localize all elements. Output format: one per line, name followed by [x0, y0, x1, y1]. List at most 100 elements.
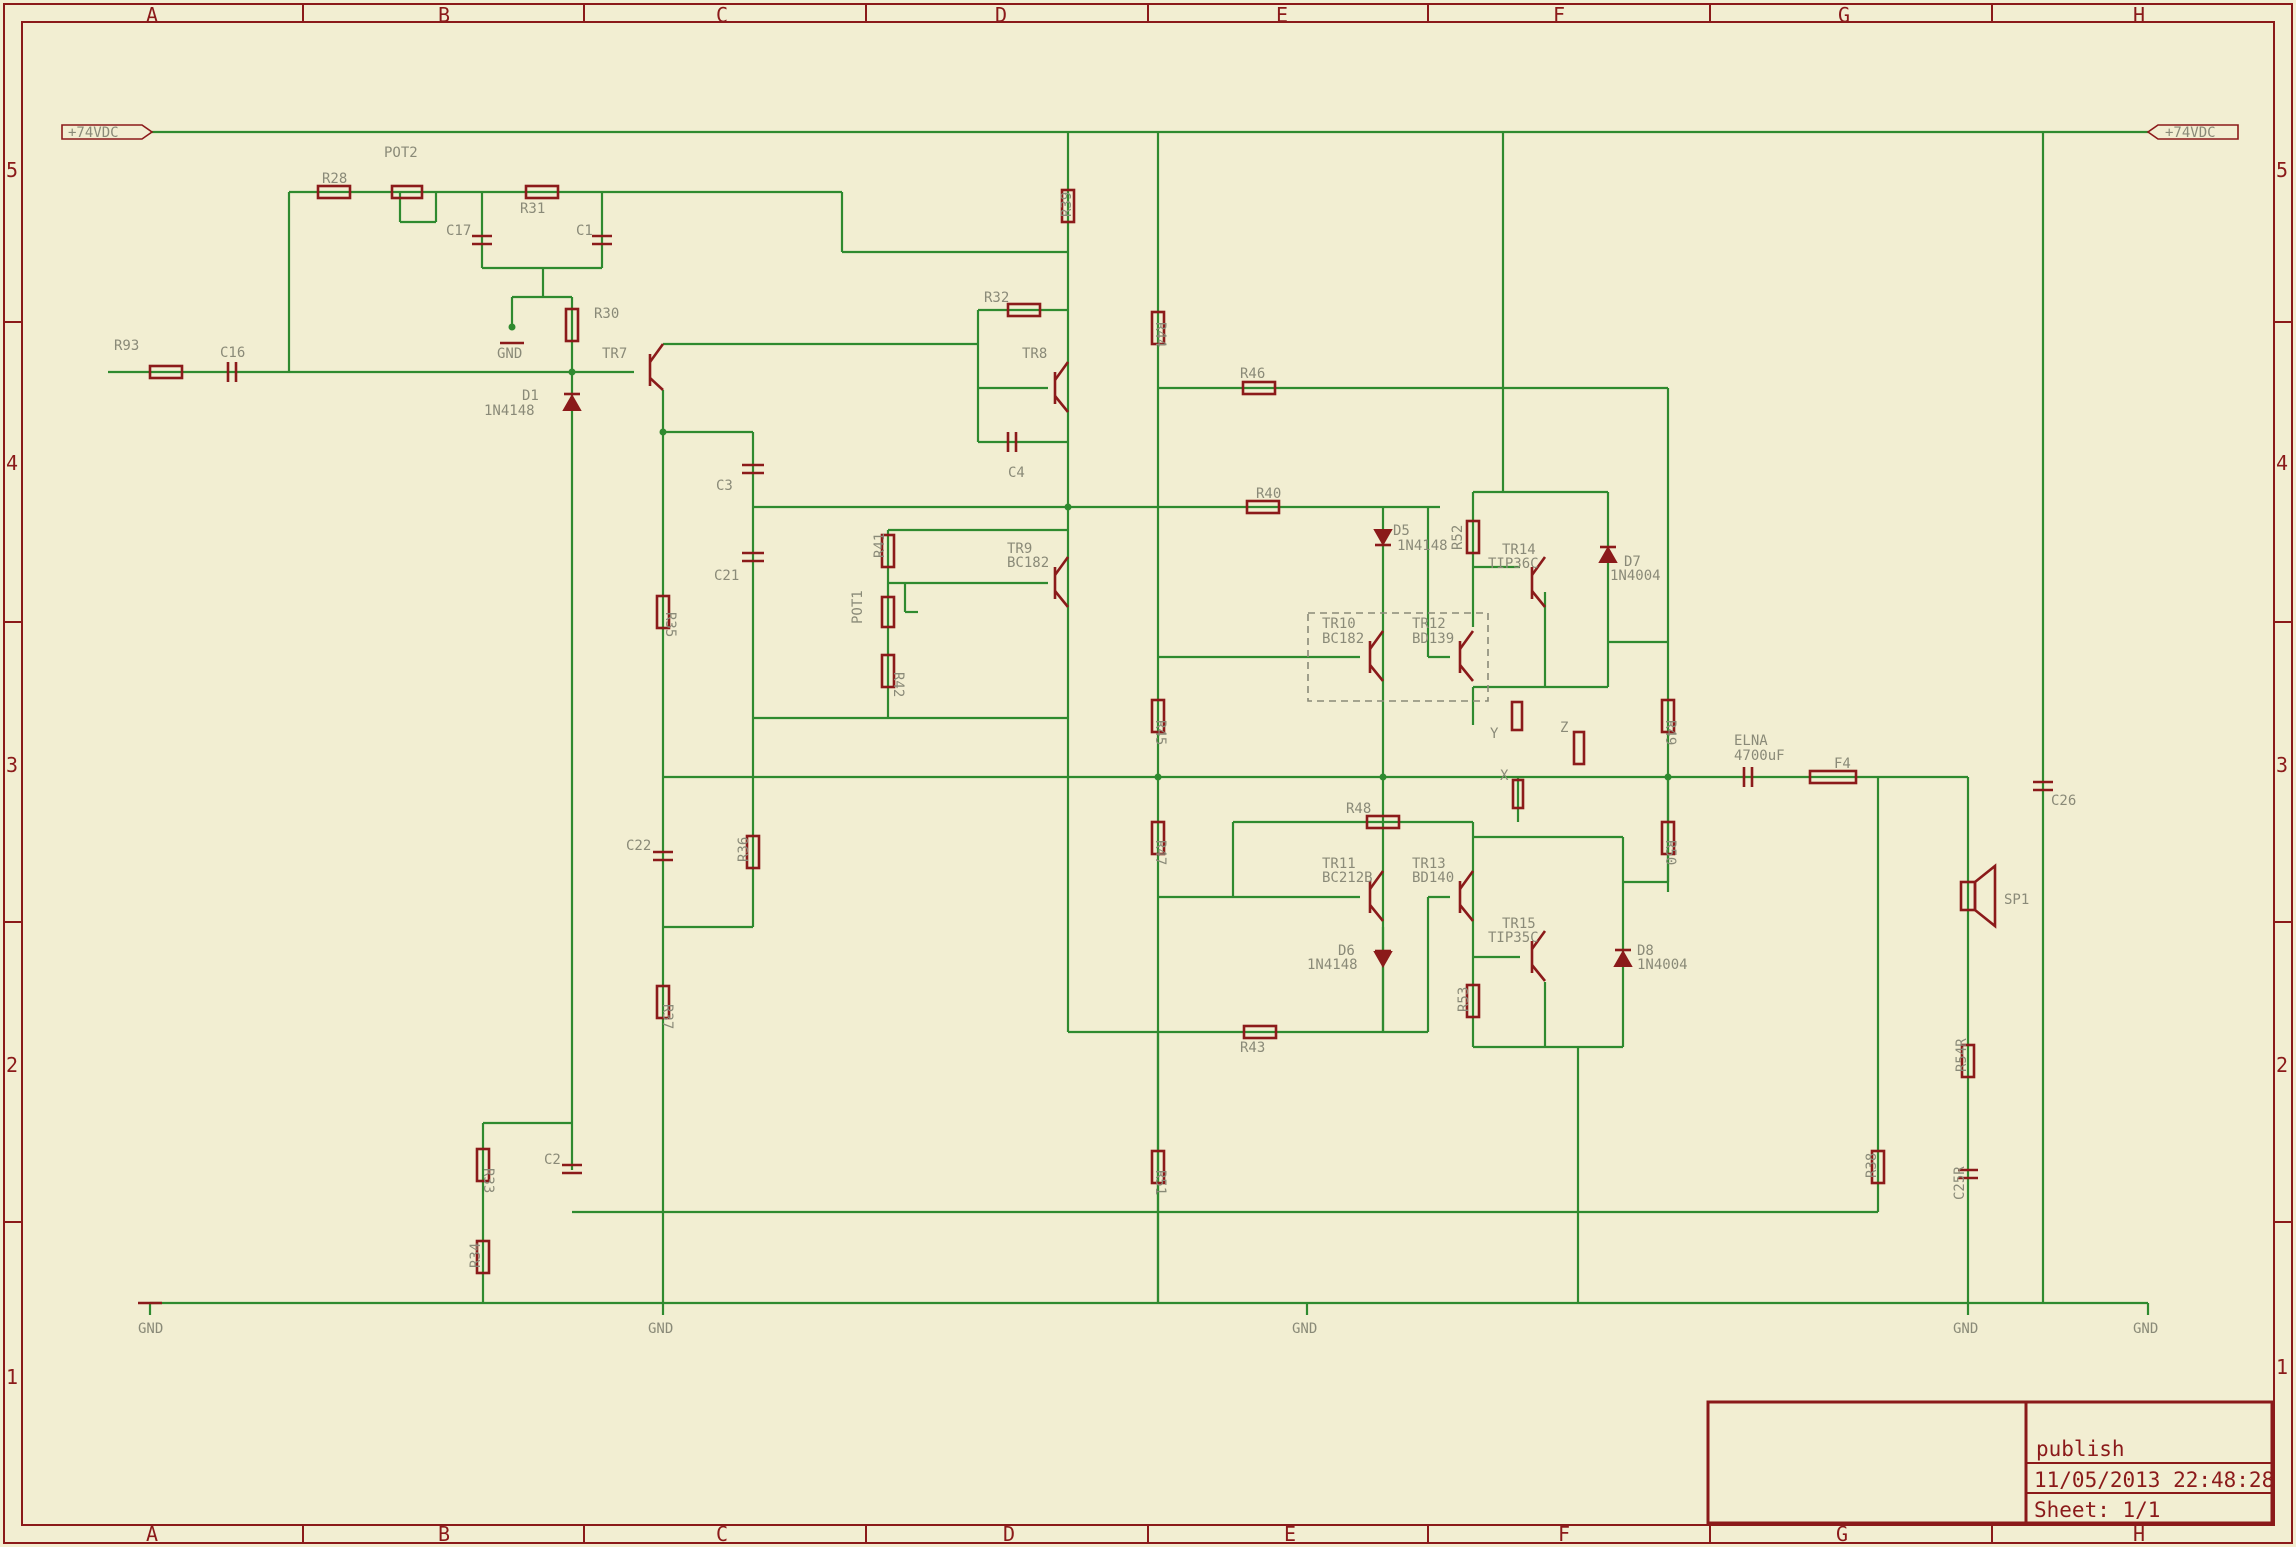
- ground-labels: GND GND GND GND GND GND: [138, 346, 2158, 1337]
- resistor-r41-symbol: [880, 533, 896, 569]
- label-r38: R38: [1864, 1153, 1880, 1178]
- label-tr15: TR15: [1502, 916, 1536, 932]
- label-tr11: TR11: [1322, 856, 1356, 872]
- testpoint-z-symbol: [1572, 730, 1586, 766]
- col-label-top-c: C: [716, 3, 728, 27]
- col-label-bottom-a: A: [146, 1522, 158, 1546]
- resistor-r43-symbol: [1242, 1024, 1278, 1040]
- svg-text:+74VDC: +74VDC: [2165, 125, 2216, 141]
- label-tr10-value: BC182: [1322, 631, 1364, 647]
- label-tr9-value: BC182: [1007, 555, 1049, 571]
- label-d5-value: 1N4148: [1397, 538, 1448, 554]
- label-r46: R46: [1240, 366, 1265, 382]
- row-label-left-3: 3: [6, 753, 18, 777]
- resistor-r34-symbol: [475, 1239, 491, 1275]
- resistor-r53-symbol: [1465, 983, 1481, 1019]
- col-label-bottom-f: F: [1558, 1522, 1570, 1546]
- resistor-symbols: [148, 184, 1976, 1275]
- label-r43: R43: [1240, 1040, 1265, 1056]
- label-r48: R48: [1346, 801, 1371, 817]
- label-d6-value: 1N4148: [1307, 957, 1358, 973]
- label-d1-value: 1N4148: [484, 403, 535, 419]
- resistor-r49-symbol: [1660, 698, 1676, 734]
- col-label-bottom-b: B: [438, 1522, 450, 1546]
- label-tr12: TR12: [1412, 616, 1446, 632]
- label-r54r: R54R: [1954, 1038, 1970, 1072]
- label-r41: R41: [872, 533, 888, 558]
- col-label-bottom-d: D: [1003, 1522, 1015, 1546]
- title-block-timestamp: 11/05/2013 22:48:28: [2034, 1468, 2274, 1492]
- label-testpoint-z: Z: [1560, 720, 1568, 736]
- label-r52: R52: [1450, 525, 1466, 550]
- label-d7-value: 1N4004: [1610, 568, 1661, 584]
- label-r50: R50: [1662, 840, 1678, 865]
- wires: [108, 130, 2150, 1315]
- label-r37: R37: [659, 1004, 675, 1029]
- label-pot2: POT2: [384, 145, 418, 161]
- label-d7: D7: [1624, 554, 1641, 570]
- label-r49: R49: [1662, 720, 1678, 745]
- col-label-bottom-e: E: [1284, 1522, 1296, 1546]
- inner-border: [21, 21, 2275, 1526]
- title-block-sheet: Sheet: 1/1: [2034, 1498, 2160, 1522]
- resistor-r39-symbol: [1060, 188, 1076, 224]
- label-r53: R53: [1456, 987, 1472, 1012]
- label-tr10: TR10: [1322, 616, 1356, 632]
- row-label-left-4: 4: [6, 451, 18, 475]
- resistor-r38-symbol: [1870, 1149, 1886, 1185]
- label-elna: ELNA: [1734, 733, 1768, 749]
- label-tr11-value: BC212B: [1322, 870, 1373, 886]
- label-tr13: TR13: [1412, 856, 1446, 872]
- label-c4: C4: [1008, 465, 1025, 481]
- label-r51: R51: [1152, 1170, 1168, 1195]
- label-r39: R39: [1059, 192, 1075, 217]
- resistor-r93-symbol: [148, 364, 184, 380]
- speaker-sp1-symbol: [1959, 863, 1997, 929]
- svg-text:GND: GND: [497, 346, 522, 362]
- driver-thermal-group-outline: [1307, 612, 1489, 702]
- label-c26: C26: [2051, 793, 2076, 809]
- resistor-r36-symbol: [745, 834, 761, 870]
- junction-dots: [508, 323, 1672, 781]
- ground-symbols: [138, 341, 524, 1305]
- capacitor-symbols: [226, 234, 2053, 1180]
- outer-border: [3, 3, 2293, 1544]
- col-label-top-h: H: [2133, 3, 2145, 27]
- label-d8: D8: [1637, 943, 1654, 959]
- label-r93: R93: [114, 338, 139, 354]
- supply-flag-left: +74VDC: [61, 124, 154, 141]
- label-tr14-value: TIP36C: [1488, 556, 1539, 572]
- label-d8-value: 1N4004: [1637, 957, 1688, 973]
- resistor-r47-symbol: [1150, 820, 1166, 856]
- row-label-right-4: 4: [2276, 451, 2288, 475]
- label-tr13-value: BD140: [1412, 870, 1454, 886]
- grid-labels: A B C D E F G H A B C D E F G H 5 4 3 2 …: [6, 3, 2288, 1546]
- row-label-right-1: 1: [2276, 1355, 2288, 1379]
- title-block: publish 11/05/2013 22:48:28 Sheet: 1/1: [1706, 1400, 2274, 1525]
- label-pot1: POT1: [850, 590, 866, 624]
- resistor-r31-symbol: [524, 184, 560, 200]
- grid-ticks: [4, 4, 2292, 1543]
- label-r28: R28: [322, 171, 347, 187]
- pot-pot2-symbol: [390, 184, 424, 200]
- label-r35: R35: [662, 612, 678, 637]
- pot-pot1-symbol: [880, 595, 896, 629]
- row-label-right-3: 3: [2276, 753, 2288, 777]
- transistor-symbols: [648, 343, 1547, 982]
- resistor-r40-symbol: [1245, 499, 1281, 515]
- svg-text:GND: GND: [1292, 1321, 1317, 1337]
- resistor-r32-symbol: [1006, 302, 1042, 318]
- label-r42: R42: [890, 672, 906, 697]
- component-labels: R93 C16 R28 POT2 R31 C17 C1 R30 TR7 D1 1…: [114, 145, 2076, 1268]
- resistor-r44-symbol: [1150, 310, 1166, 346]
- fuse-f4-symbol: [1808, 769, 1858, 785]
- svg-text:GND: GND: [2133, 1321, 2158, 1337]
- resistor-r46-symbol: [1241, 380, 1277, 396]
- label-r33: R33: [480, 1168, 496, 1193]
- label-c2: C2: [544, 1152, 561, 1168]
- label-c16: C16: [220, 345, 245, 361]
- resistor-r28-symbol: [316, 184, 352, 200]
- resistor-r45-symbol: [1150, 698, 1166, 734]
- label-c17: C17: [446, 223, 471, 239]
